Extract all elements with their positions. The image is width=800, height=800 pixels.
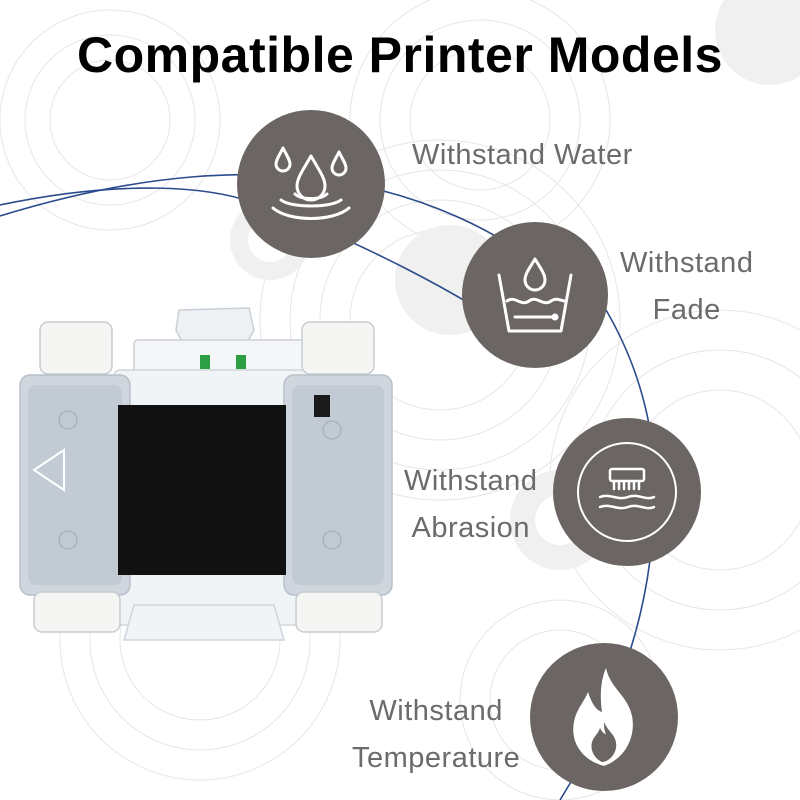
fade-feature-badge xyxy=(462,222,608,368)
water-drops-icon xyxy=(271,146,351,220)
temperature-feature-badge xyxy=(530,643,678,791)
abrasion-feature-label: Withstand Abrasion xyxy=(404,458,537,552)
flame-icon xyxy=(573,668,633,766)
abrasion-feature-label-line-2: Abrasion xyxy=(411,512,530,544)
water-feature-label-line-1: Withstand Water xyxy=(412,139,633,171)
abrasion-brush-icon xyxy=(598,467,656,510)
abrasion-feature-label-line-1: Withstand xyxy=(404,465,538,497)
abrasion-feature-badge xyxy=(553,418,701,566)
ribbon-cartridge-icon xyxy=(19,307,393,641)
water-feature-badge xyxy=(237,110,385,258)
temperature-feature-label-line-2: Temperature xyxy=(352,742,521,774)
fade-feature-label-line-1: Withstand xyxy=(620,247,754,279)
fade-feature-label-line-2: Fade xyxy=(652,294,721,326)
page-title: Compatible Printer Models xyxy=(77,27,723,83)
fade-feature-label: Withstand Fade xyxy=(620,240,753,334)
water-feature-label: Withstand Water xyxy=(412,132,633,179)
temperature-feature-label-line-1: Withstand xyxy=(369,695,503,727)
temperature-feature-label: Withstand Temperature xyxy=(352,688,520,782)
fade-basin-icon xyxy=(497,257,573,333)
